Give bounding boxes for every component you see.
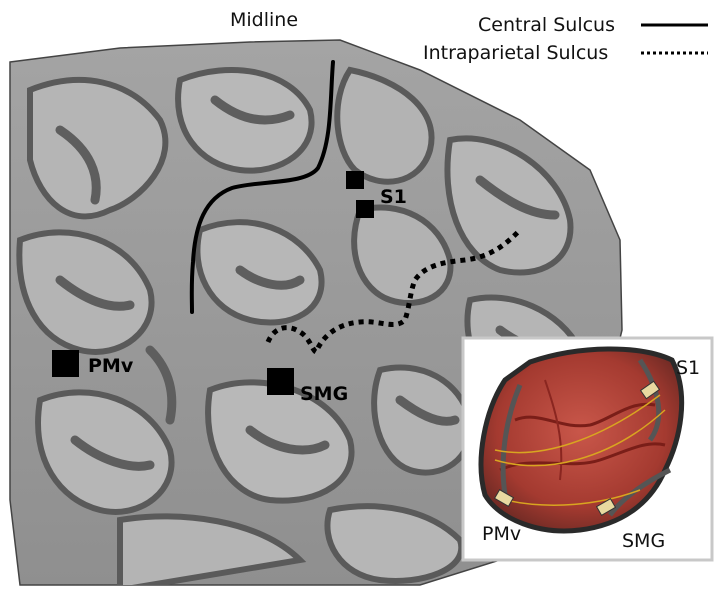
smg-label: SMG <box>300 383 348 405</box>
inset-cable-bottom <box>608 467 672 517</box>
inset-panel: S1 PMv SMG <box>461 336 714 562</box>
s1-marker-lower <box>356 200 374 218</box>
smg-marker <box>267 368 294 395</box>
legend-central-label: Central Sulcus <box>478 14 615 36</box>
intraparietal-sulcus-line <box>265 230 520 356</box>
inset-cable-left <box>500 384 523 496</box>
inset-array-pmv <box>493 488 515 508</box>
inset-array-smg <box>595 497 617 517</box>
midline-label: Midline <box>230 9 298 31</box>
legend-intraparietal-label: Intraparietal Sulcus <box>423 42 608 64</box>
inset-cable-right <box>637 358 662 442</box>
inset-smg-label: SMG <box>622 530 665 552</box>
inset-array-s1 <box>639 380 661 400</box>
inset-s1-label: S1 <box>676 357 700 379</box>
pmv-label: PMv <box>88 355 134 377</box>
s1-marker-upper <box>346 171 364 189</box>
pmv-marker <box>52 350 79 377</box>
s1-label: S1 <box>380 186 407 208</box>
inset-pmv-label: PMv <box>482 523 521 545</box>
legend: Central Sulcus Intraparietal Sulcus <box>423 14 708 64</box>
central-sulcus-line <box>189 60 335 314</box>
